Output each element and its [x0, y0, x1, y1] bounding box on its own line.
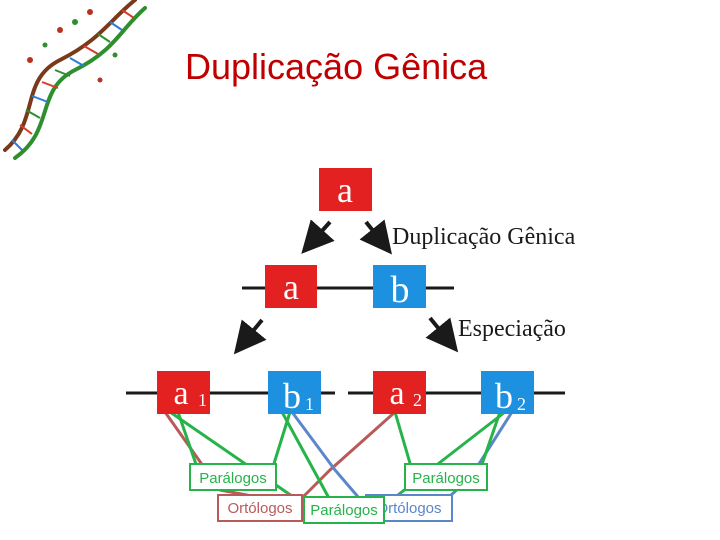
tag-orthologs-left: Ortólogos [217, 494, 303, 522]
gene-duplicate-a: a [265, 265, 317, 308]
tag-paralogs-left: Parálogos [189, 463, 277, 491]
gene-b2-subscript: 2 [517, 394, 526, 414]
gene-ancestor-a: a [319, 168, 372, 211]
speciation-step-label: Especiação [458, 316, 566, 342]
gene-a1-subscript: 1 [198, 390, 207, 410]
arrow-speciation-left [233, 318, 267, 355]
gene-duplicate-b-letter: b [391, 269, 410, 311]
gene-b1: b 1 [268, 371, 321, 416]
gene-duplicate-b: b [373, 265, 426, 311]
ortholog-line-a1 [163, 411, 301, 507]
tag-orthologs-left-label: Ortólogos [227, 500, 292, 517]
gene-a1-letter: a [173, 375, 188, 412]
gene-b1-letter: b [283, 376, 301, 416]
slide-title: Duplicação Gênica [185, 46, 488, 87]
tag-paralogs-right: Parálogos [404, 463, 488, 491]
paralog-line-b1-center [280, 411, 332, 501]
arrow-duplication-left [301, 219, 335, 254]
gene-duplicate-a-letter: a [283, 267, 299, 307]
ortholog-line-b2 [438, 411, 514, 507]
gene-b2-letter: b [495, 376, 513, 416]
duplication-step-label: Duplicação Gênica [392, 224, 576, 250]
tag-paralogs-left-label: Parálogos [199, 470, 267, 487]
paralog-line-b2-right [478, 411, 502, 471]
tag-paralogs-center-label: Parálogos [310, 502, 378, 519]
arrow-duplication-right [359, 219, 392, 255]
gene-b1-subscript: 1 [305, 394, 314, 414]
tag-orthologs-right-label: Ortólogos [376, 500, 441, 517]
gene-a2-letter: a [389, 375, 404, 412]
paralog-line-b2-center [384, 410, 506, 507]
tag-paralogs-center: Parálogos [303, 496, 385, 524]
ortholog-line-b1 [290, 411, 367, 506]
gene-a2: a 2 [373, 371, 426, 414]
arrow-speciation-right [425, 316, 459, 353]
paralog-line-a1-left [176, 411, 200, 471]
paralog-line-a2-right [393, 411, 414, 471]
gene-a1: a 1 [157, 371, 210, 414]
gene-b2: b 2 [481, 371, 534, 416]
paralog-line-a1-center [169, 410, 306, 507]
dna-helix-icon [3, 0, 147, 160]
gene-ancestor-letter: a [337, 170, 353, 210]
ortholog-line-a2 [298, 410, 396, 502]
gene-a2-subscript: 2 [413, 390, 422, 410]
tag-paralogs-right-label: Parálogos [412, 470, 480, 487]
